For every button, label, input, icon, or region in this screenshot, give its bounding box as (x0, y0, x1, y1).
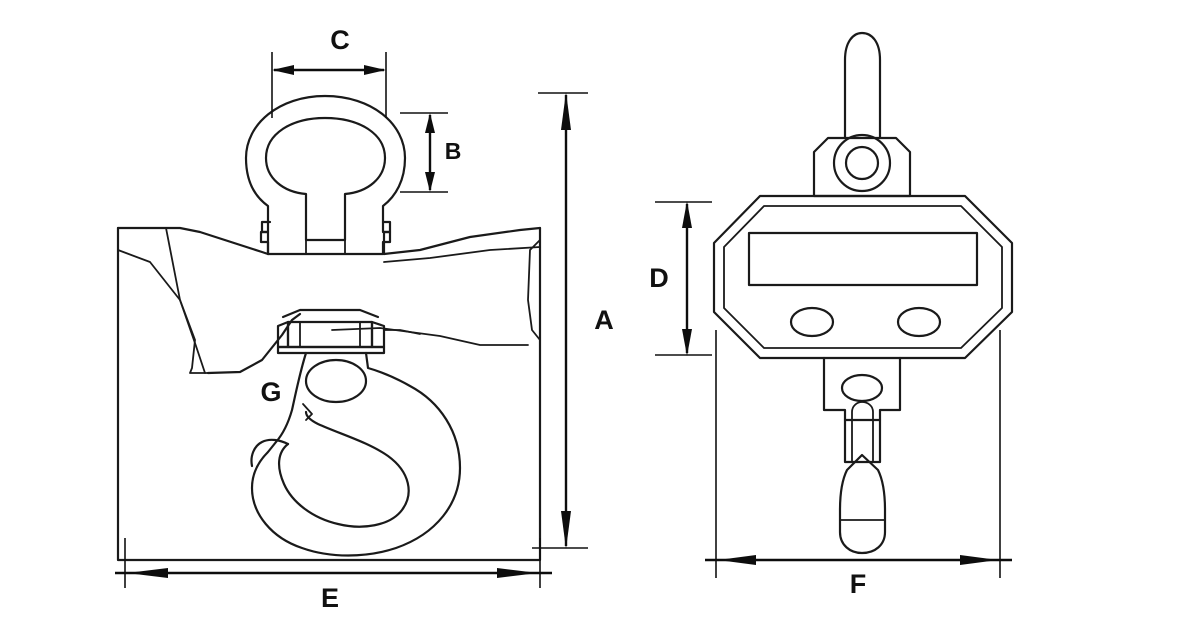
dimension-f-arrow-right (960, 555, 998, 565)
side-shank-pin-hole (840, 373, 884, 403)
side-hook-tip (838, 453, 887, 555)
front-body-waist-right (331, 327, 529, 346)
dimension-a: A (532, 92, 614, 549)
side-shank-housing (822, 356, 902, 422)
dimension-d: D (649, 201, 712, 356)
hook-pin-tab-right (383, 329, 421, 335)
side-shackle-bar (843, 31, 882, 140)
front-body-right-step (527, 239, 541, 341)
dimension-f: F (705, 330, 1012, 599)
dimension-c: C (271, 25, 387, 118)
eye-ring-outer (244, 94, 407, 256)
side-housing-inner (723, 205, 1003, 349)
dimension-f-label: F (850, 569, 867, 599)
dimension-f-arrow-left (718, 555, 756, 565)
dimension-c-label: C (330, 25, 350, 55)
dimension-b-arrow-bottom (425, 172, 435, 192)
hook-safety-latch (250, 438, 290, 468)
side-button-right (896, 306, 942, 338)
dimension-g-label: G (260, 377, 281, 407)
dimension-a-arrow-top (561, 92, 571, 130)
dimension-d-label: D (649, 263, 669, 293)
side-boss-inner-circle (844, 145, 880, 181)
hook-outer-profile (250, 351, 462, 557)
dimension-c-arrow-left (272, 65, 294, 75)
dimension-e: E (115, 538, 552, 613)
side-boss-outer-circle (832, 133, 892, 193)
dimension-g: G (260, 377, 281, 407)
dimension-a-label: A (594, 305, 614, 335)
dimension-b: B (400, 112, 462, 193)
dimension-e-arrow-left (127, 568, 168, 578)
front-body-right-shoulder (382, 226, 542, 256)
load-hook (250, 351, 462, 557)
side-housing-outer (712, 194, 1014, 360)
dimension-e-arrow-right (497, 568, 538, 578)
front-body-waist-left (206, 312, 302, 375)
front-body-left-rib-inner (165, 227, 206, 374)
dimension-b-label: B (445, 138, 462, 164)
side-view-group: D F (649, 31, 1014, 599)
side-button-left (789, 306, 835, 338)
front-body-chord-lower-right (383, 246, 541, 263)
hook-latch-nib (302, 403, 313, 421)
front-body-left-shoulder (116, 226, 270, 256)
hook-saddle-plate (281, 308, 380, 319)
hook-pin-assembly (276, 308, 421, 355)
dimension-b-arrow-top (425, 113, 435, 133)
dimension-c-arrow-right (364, 65, 386, 75)
front-view-group: C B A (115, 25, 614, 613)
dimension-e-label: E (321, 583, 339, 613)
dimension-d-arrow-bottom (682, 329, 692, 356)
hook-pin-base (276, 345, 386, 355)
hook-eye-hole (304, 358, 368, 404)
side-hook-barrel (851, 401, 874, 463)
front-body-left-rib (117, 249, 209, 374)
side-lcd-display (747, 231, 979, 287)
lifting-eye-ring (244, 94, 407, 256)
hook-inner-throat (278, 410, 410, 528)
eye-ring-hole (264, 116, 387, 242)
dimension-d-arrow-top (682, 201, 692, 228)
dimension-a-arrow-bottom (561, 511, 571, 549)
front-body-outline (116, 226, 542, 562)
hook-bolt-head-right (370, 320, 386, 349)
